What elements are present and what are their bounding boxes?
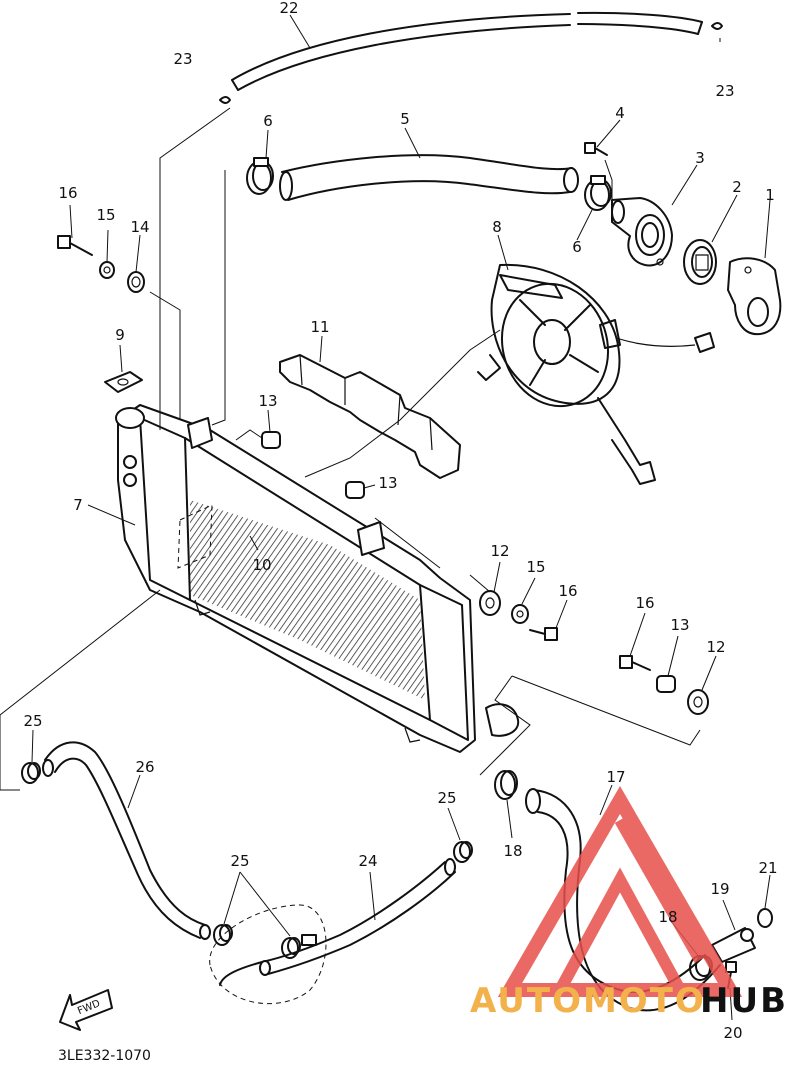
callout-17: 17 <box>606 768 625 786</box>
thermostat-2 <box>683 239 717 285</box>
callout-23b: 23 <box>715 82 734 100</box>
fwd-arrow <box>59 989 113 1031</box>
cooling-fan-8 <box>477 263 656 485</box>
callout-8: 8 <box>492 218 502 236</box>
bolt-16-left <box>57 235 93 256</box>
clip-23-left <box>219 96 231 104</box>
callout-22: 22 <box>279 0 298 17</box>
diagram-code: 3LE332-1070 <box>58 1048 151 1064</box>
bolt-16-right <box>619 655 651 671</box>
callout-23a: 23 <box>173 50 192 68</box>
washer-15-left <box>99 261 115 279</box>
hose-clamp-25-mid <box>213 924 233 946</box>
callout-15a: 15 <box>96 206 115 224</box>
callout-3: 3 <box>695 149 705 167</box>
bolt-4 <box>584 142 608 156</box>
callout-25c: 25 <box>437 789 456 807</box>
callout-5: 5 <box>400 110 410 128</box>
radiator-hose-26 <box>42 741 211 940</box>
o-ring-21 <box>757 908 773 928</box>
watermark-text-right: HUB <box>700 981 788 1021</box>
callout-13a: 13 <box>258 392 277 410</box>
callout-13c: 13 <box>670 616 689 634</box>
hose-clamp-6-left <box>246 157 274 195</box>
shroud-cover-11 <box>279 354 461 479</box>
callout-12b: 12 <box>706 638 725 656</box>
callout-11: 11 <box>310 318 329 336</box>
callout-16c: 16 <box>635 594 654 612</box>
callout-16b: 16 <box>558 582 577 600</box>
joint-19 <box>711 927 756 963</box>
callout-4: 4 <box>615 104 625 122</box>
radiator-hose-5 <box>279 154 579 201</box>
callout-24: 24 <box>358 852 377 870</box>
callout-labels: 1 2 3 4 5 6 6 7 8 9 10 11 12 12 13 13 13… <box>23 0 777 1064</box>
callout-21: 21 <box>758 859 777 877</box>
leader-lines <box>0 14 771 1021</box>
callout-6a: 6 <box>263 112 273 130</box>
thermostat-cover-3 <box>611 197 673 267</box>
callout-26: 26 <box>135 758 154 776</box>
callout-18b: 18 <box>658 908 677 926</box>
callout-6b: 6 <box>572 238 582 256</box>
washer-15-right <box>511 604 529 624</box>
callout-16a: 16 <box>58 184 77 202</box>
hose-clamp-18-top <box>494 770 518 800</box>
damper-12-center <box>479 590 501 616</box>
watermark-text-left: AUTOMOTO <box>470 981 706 1021</box>
damper-12-right <box>687 689 709 715</box>
callout-12a: 12 <box>490 542 509 560</box>
callout-18a: 18 <box>503 842 522 860</box>
overflow-hose-22 <box>231 11 703 91</box>
collar-13-right <box>656 675 676 693</box>
hose-clamp-25-left <box>21 762 41 784</box>
bolt-16-center <box>529 627 558 641</box>
collar-14 <box>127 271 145 293</box>
callout-10: 10 <box>252 556 271 574</box>
thermostat-housing-1 <box>601 257 782 353</box>
hose-clamp-25-center <box>281 937 301 959</box>
callout-1: 1 <box>765 186 775 204</box>
collar-13-mid <box>345 481 365 499</box>
watermark-logo <box>497 786 743 997</box>
callout-7: 7 <box>73 496 83 514</box>
callout-15b: 15 <box>526 558 545 576</box>
callout-19: 19 <box>710 880 729 898</box>
grommet-9 <box>104 371 143 393</box>
hose-clamp-6-right <box>584 175 612 211</box>
radiator-7 <box>115 404 520 753</box>
clip-23-right <box>711 22 723 30</box>
collar-13-top <box>261 431 281 449</box>
callout-2: 2 <box>732 178 742 196</box>
callout-13b: 13 <box>378 474 397 492</box>
callout-20: 20 <box>723 1024 742 1042</box>
callout-25b: 25 <box>230 852 249 870</box>
callout-25a: 25 <box>23 712 42 730</box>
callout-14: 14 <box>130 218 149 236</box>
radiator-hose-24 <box>209 858 456 1005</box>
callout-9: 9 <box>115 326 125 344</box>
hose-clamp-25-right <box>453 841 473 863</box>
